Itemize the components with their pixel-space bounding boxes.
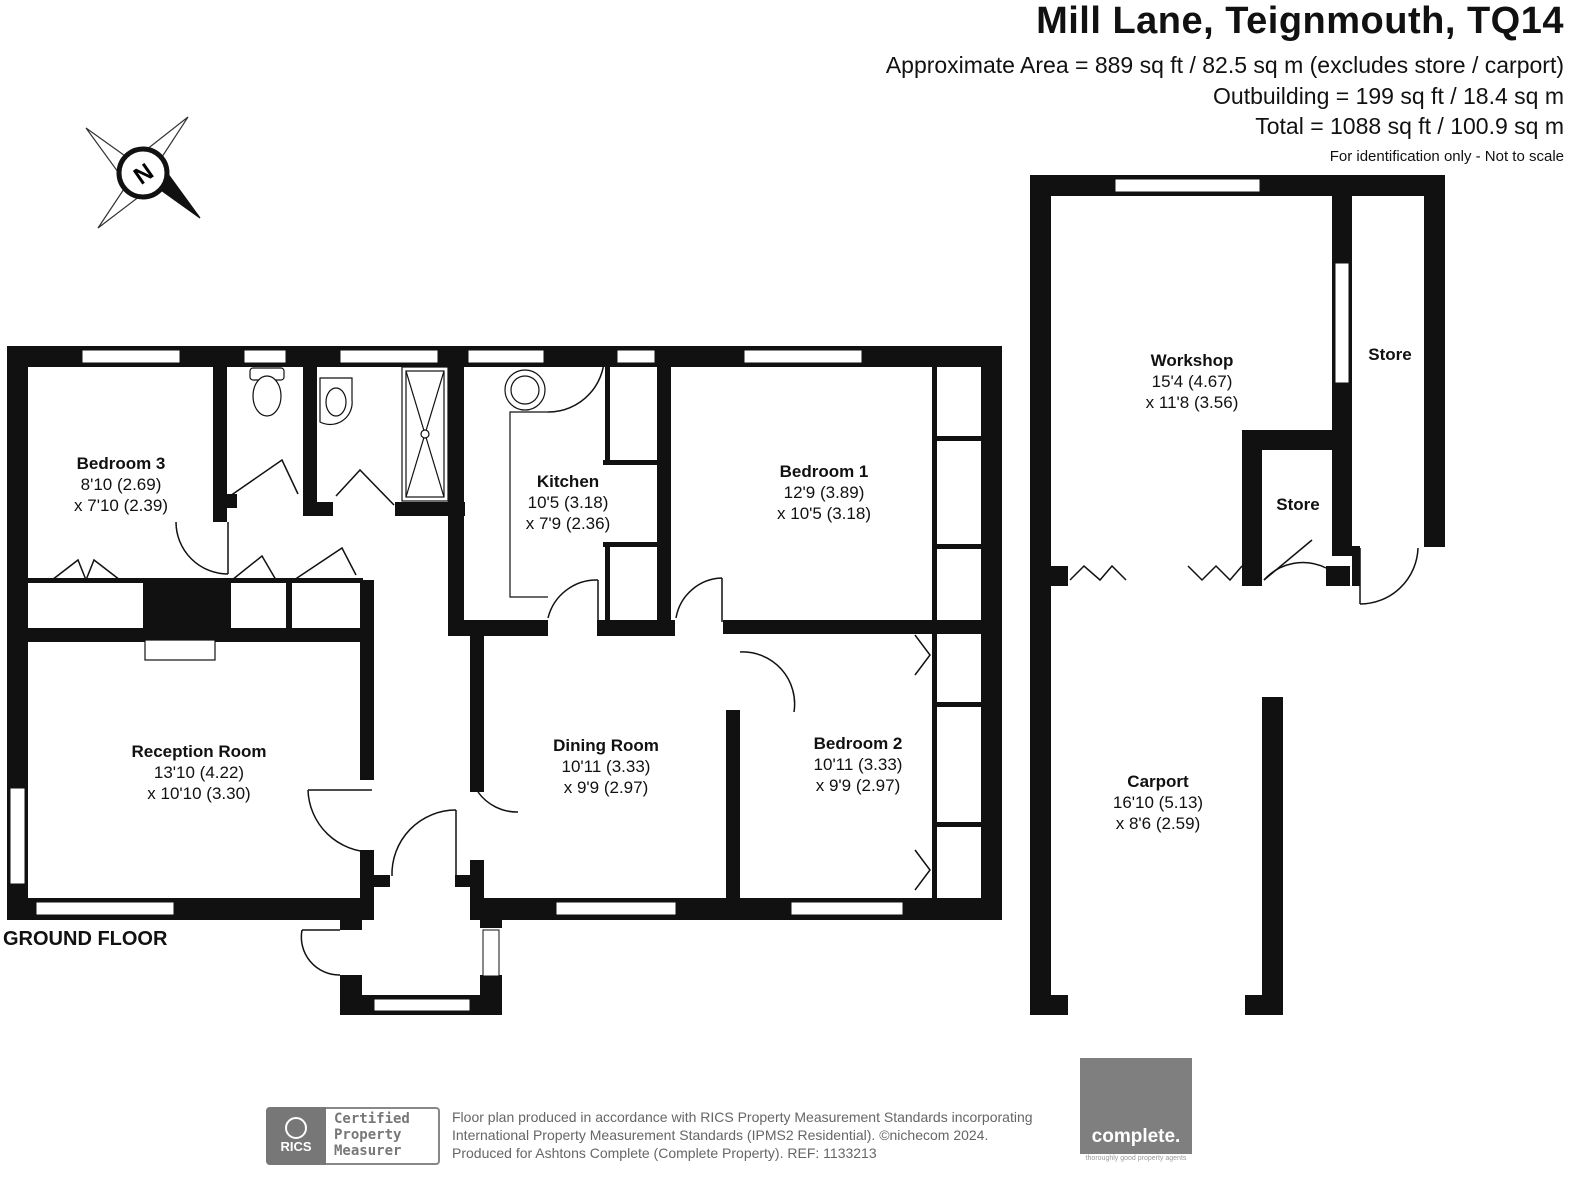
outbuilding-area: Outbuilding = 199 sq ft / 18.4 sq m	[1213, 83, 1564, 109]
room-dimension: 12'9 (3.89)	[783, 483, 865, 502]
room-kitchen: Kitchen 10'5 (3.18) x 7'9 (2.36)	[526, 471, 611, 534]
room-dimension: x 7'10 (2.39)	[74, 496, 168, 515]
room-name: Bedroom 1	[779, 462, 869, 481]
rics-line-3: Measurer	[334, 1143, 402, 1159]
room-name: Bedroom 3	[76, 454, 166, 473]
room-dimension: x 7'9 (2.36)	[525, 514, 611, 533]
room-dimension: 10'11 (3.33)	[813, 755, 903, 774]
footer-line-3: Produced for Ashtons Complete (Complete …	[452, 1145, 877, 1161]
room-bedroom-1: Bedroom 1 12'9 (3.89) x 10'5 (3.18)	[777, 461, 871, 524]
outbuilding-doors	[1069, 539, 1419, 605]
rics-line-2: Property	[334, 1127, 402, 1143]
room-name: Kitchen	[536, 472, 600, 491]
north-compass-icon: N	[85, 116, 201, 229]
room-store-small: Store	[1276, 494, 1319, 515]
room-dimension: x 9'9 (2.97)	[563, 778, 649, 797]
rics-logo: RICS	[266, 1107, 326, 1165]
room-reception: Reception Room 13'10 (4.22) x 10'10 (3.3…	[131, 741, 266, 804]
complete-logo: complete.	[1080, 1058, 1192, 1154]
room-store-large: Store	[1368, 344, 1411, 365]
room-carport: Carport 16'10 (5.13) x 8'6 (2.59)	[1113, 771, 1203, 834]
room-dimension: 10'11 (3.33)	[561, 757, 651, 776]
room-dimension: x 9'9 (2.97)	[815, 776, 901, 795]
room-dimension: 10'5 (3.18)	[527, 493, 609, 512]
room-dimension: x 8'6 (2.59)	[1115, 814, 1201, 833]
room-dining: Dining Room 10'11 (3.33) x 9'9 (2.97)	[553, 735, 659, 798]
house-windows	[9, 349, 904, 1012]
footer-line-1: Floor plan produced in accordance with R…	[452, 1109, 1033, 1125]
footer-line-2: International Property Measurement Stand…	[452, 1127, 989, 1143]
door-swings	[51, 349, 931, 976]
room-name: Reception Room	[131, 742, 267, 761]
scale-disclaimer: For identification only - Not to scale	[1329, 148, 1564, 165]
total-area: Total = 1088 sq ft / 100.9 sq m	[1255, 113, 1564, 139]
room-dimension: x 10'5 (3.18)	[777, 504, 871, 523]
approximate-area: Approximate Area = 889 sq ft / 82.5 sq m…	[885, 52, 1564, 78]
room-name: Dining Room	[553, 736, 659, 755]
room-name: Workshop	[1150, 351, 1234, 370]
complete-brand-name: complete.	[1091, 1126, 1181, 1147]
floor-label: GROUND FLOOR	[3, 928, 168, 950]
property-title: Mill Lane, Teignmouth, TQ14	[1036, 0, 1564, 42]
room-dimension: 13'10 (4.22)	[153, 763, 245, 782]
rics-badge-text: Certified Property Measurer	[334, 1111, 410, 1159]
room-name: Store	[1276, 495, 1320, 514]
room-bedroom-2: Bedroom 2 10'11 (3.33) x 9'9 (2.97)	[814, 733, 903, 796]
room-workshop: Workshop 15'4 (4.67) x 11'8 (3.56)	[1146, 350, 1239, 413]
room-dimension: 8'10 (2.69)	[80, 475, 162, 494]
footer-credits: Floor plan produced in accordance with R…	[452, 1108, 1033, 1162]
room-name: Bedroom 2	[813, 734, 903, 753]
rics-logo-text: RICS	[280, 1139, 312, 1154]
room-dimension: x 10'10 (3.30)	[147, 784, 251, 803]
room-name: Store	[1368, 345, 1412, 364]
rics-emblem-icon	[285, 1117, 307, 1139]
outbuilding-walls	[1030, 175, 1445, 1015]
room-dimension: 15'4 (4.67)	[1151, 372, 1233, 391]
rics-line-1: Certified	[334, 1111, 410, 1127]
complete-tagline: thoroughly good property agents	[1085, 1155, 1187, 1162]
room-name: Carport	[1127, 772, 1189, 791]
outbuilding-windows	[1114, 178, 1350, 384]
room-dimension: 16'10 (5.13)	[1112, 793, 1204, 812]
room-dimension: x 11'8 (3.56)	[1145, 393, 1239, 412]
room-bedroom-3: Bedroom 3 8'10 (2.69) x 7'10 (2.39)	[74, 453, 168, 516]
bathroom-fixtures	[144, 366, 548, 661]
